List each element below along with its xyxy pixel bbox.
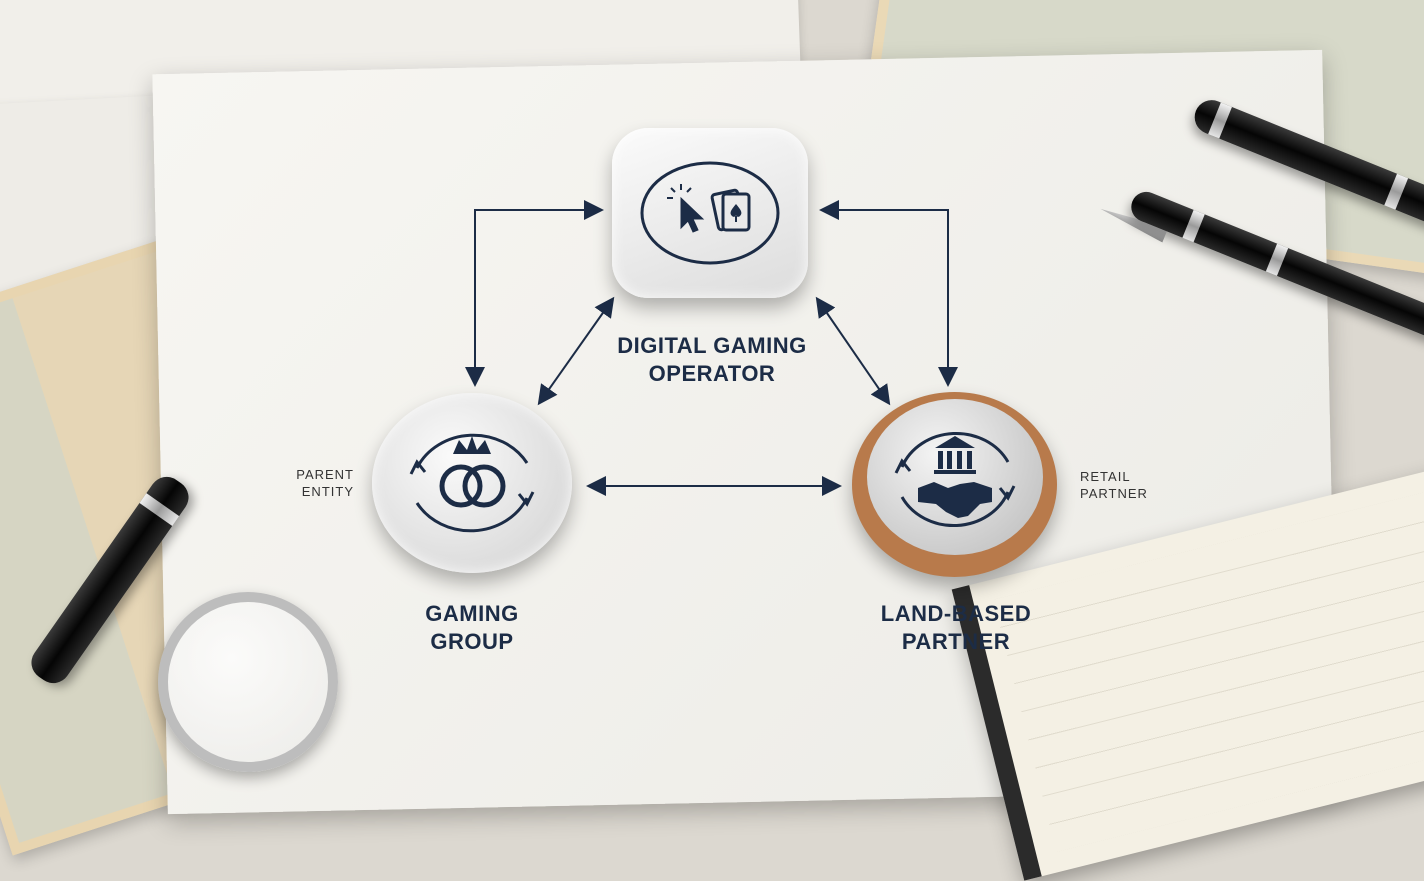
magnifying-glass	[158, 592, 338, 772]
crown-icon	[453, 436, 491, 454]
connector-arrows	[465, 200, 958, 496]
land-label-line1: LAND-BASED	[880, 601, 1032, 626]
cycle-arrows-icon	[894, 431, 1015, 527]
land-label-line2: PARTNER	[901, 629, 1011, 654]
digital-icon-group	[640, 161, 780, 265]
parent-entity-label: PARENT ENTITY	[288, 466, 354, 500]
retail-partner-label: RETAIL PARTNER	[1080, 468, 1170, 502]
land-based-partner-node	[852, 392, 1057, 577]
handshake-icon	[917, 481, 992, 518]
digital-gaming-operator-node	[612, 128, 808, 298]
cursor-click-icon	[667, 184, 705, 233]
digital-gaming-operator-label: DIGITAL GAMING OPERATOR	[596, 332, 828, 388]
bank-building-icon	[933, 435, 976, 474]
digital-label-line2: OPERATOR	[648, 361, 776, 386]
metal-plate	[866, 398, 1043, 555]
land-based-partner-label: LAND-BASED PARTNER	[836, 600, 1076, 656]
arrow-digital-gaming-outer	[465, 200, 604, 387]
gaming-group-label: GAMING GROUP	[372, 600, 572, 656]
parent-entity-line2: ENTITY	[301, 484, 354, 499]
gaming-group-node	[372, 393, 572, 573]
arrow-digital-land-outer	[819, 200, 958, 387]
retail-partner-line2: PARTNER	[1080, 486, 1148, 501]
gaming-icon-group	[409, 433, 535, 533]
retail-partner-line1: RETAIL	[1080, 469, 1131, 484]
digital-label-line1: DIGITAL GAMING	[617, 333, 807, 358]
interlocked-rings-icon	[439, 464, 506, 508]
arrow-digital-gaming-diagonal	[537, 296, 615, 406]
gaming-label-line1: GAMING	[425, 601, 519, 626]
playing-cards-icon	[710, 188, 751, 232]
cycle-arrows-icon	[409, 433, 535, 533]
parent-entity-line1: PARENT	[296, 467, 354, 482]
relationship-diagram: DIGITAL GAMING OPERATOR GAMING GROUP PAR…	[288, 128, 1170, 656]
arrow-digital-land-diagonal	[815, 296, 891, 406]
land-icon-group	[894, 431, 1015, 527]
gaming-label-line2: GROUP	[430, 629, 514, 654]
